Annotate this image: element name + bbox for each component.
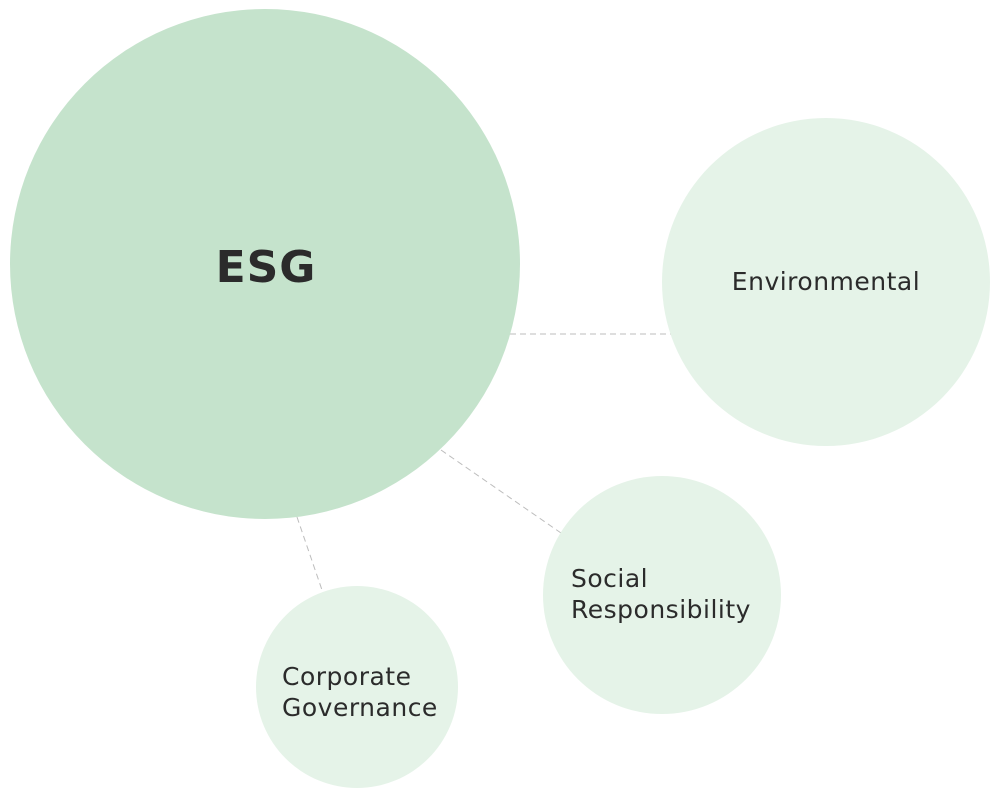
social-label-line-1: Social	[571, 564, 648, 593]
environmental-label-line-1: Environmental	[732, 267, 920, 296]
social-responsibility-label: Social Responsibility	[571, 564, 751, 624]
esg-label: ESG	[216, 242, 317, 293]
governance-label-line-2: Governance	[282, 693, 438, 722]
governance-label-line-1: Corporate	[282, 662, 411, 691]
social-label-line-2: Responsibility	[571, 595, 751, 624]
connector-governance	[296, 516, 323, 591]
corporate-governance-label: Corporate Governance	[282, 662, 438, 722]
esg-circle	[10, 9, 520, 519]
environmental-circle	[662, 118, 990, 446]
corporate-governance-circle	[256, 586, 458, 788]
connector-social	[440, 449, 562, 534]
social-responsibility-circle	[543, 476, 781, 714]
environmental-label: Environmental	[732, 267, 920, 296]
